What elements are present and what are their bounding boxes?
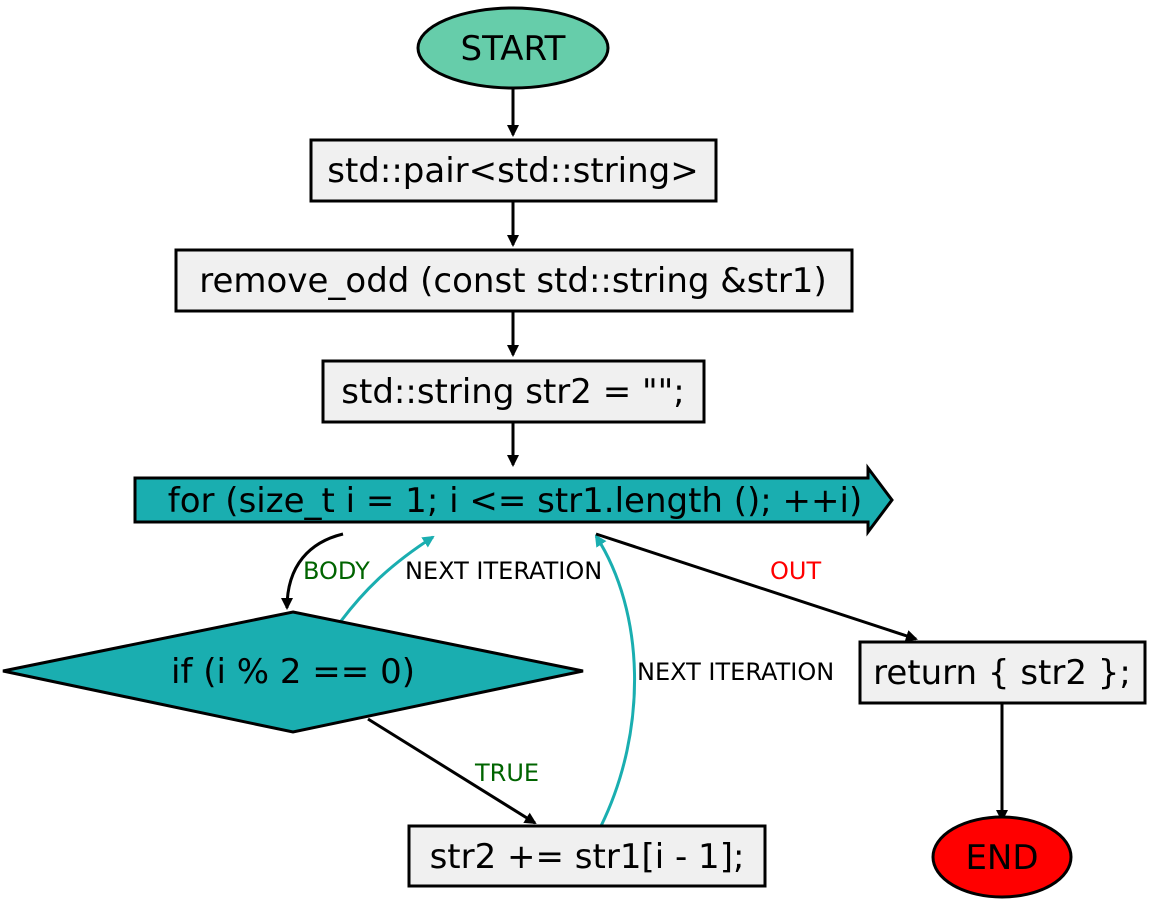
start-node[interactable]: START — [416, 6, 610, 90]
end-shape — [931, 815, 1073, 899]
edge-loop-out — [595, 532, 918, 642]
edge-append-next-iteration — [594, 534, 636, 827]
loop-node[interactable]: for (size_t i = 1; i <= str1.length (); … — [133, 463, 894, 537]
signature-return-shape — [309, 138, 718, 203]
return-label: return { str2 }; — [873, 653, 1131, 693]
append-node[interactable]: str2 += str1[i - 1]; — [407, 824, 767, 888]
edge-label-next-iteration-2: NEXT ITERATION — [637, 658, 834, 686]
signature-shape — [174, 248, 854, 313]
edge-label-body: BODY — [303, 557, 370, 585]
condition-shape — [2, 610, 584, 734]
loop-shape — [133, 463, 894, 537]
condition-label: if (i % 2 == 0) — [171, 652, 415, 692]
init-label: std::string str2 = ""; — [341, 372, 684, 412]
start-label: START — [461, 29, 566, 69]
edge-loop-body — [281, 532, 344, 610]
init-shape — [321, 359, 706, 424]
end-node[interactable]: END — [931, 815, 1073, 899]
end-label: END — [965, 838, 1038, 878]
return-shape — [858, 640, 1147, 705]
signature-label: remove_odd (const std::string &str1) — [199, 261, 826, 301]
return-node[interactable]: return { str2 }; — [858, 640, 1147, 705]
loop-label: for (size_t i = 1; i <= str1.length (); … — [168, 481, 863, 521]
edge-label-true: TRUE — [474, 759, 539, 787]
signature-return-node[interactable]: std::pair<std::string> — [309, 138, 718, 203]
init-node[interactable]: std::string str2 = ""; — [321, 359, 706, 424]
edge-labels: BODY NEXT ITERATION OUT NEXT ITERATION T… — [303, 557, 834, 787]
edge-label-out: OUT — [770, 557, 821, 585]
start-shape — [416, 6, 610, 90]
edge-condition-true — [367, 717, 537, 825]
edge-label-next-iteration-1: NEXT ITERATION — [405, 557, 602, 585]
edge-condition-next-iteration — [339, 535, 435, 622]
edges — [281, 88, 1008, 827]
signature-node[interactable]: remove_odd (const std::string &str1) — [174, 248, 854, 313]
append-shape — [407, 824, 767, 888]
append-label: str2 += str1[i - 1]; — [430, 837, 745, 877]
condition-node[interactable]: if (i % 2 == 0) — [2, 610, 584, 734]
signature-return-label: std::pair<std::string> — [327, 151, 699, 191]
